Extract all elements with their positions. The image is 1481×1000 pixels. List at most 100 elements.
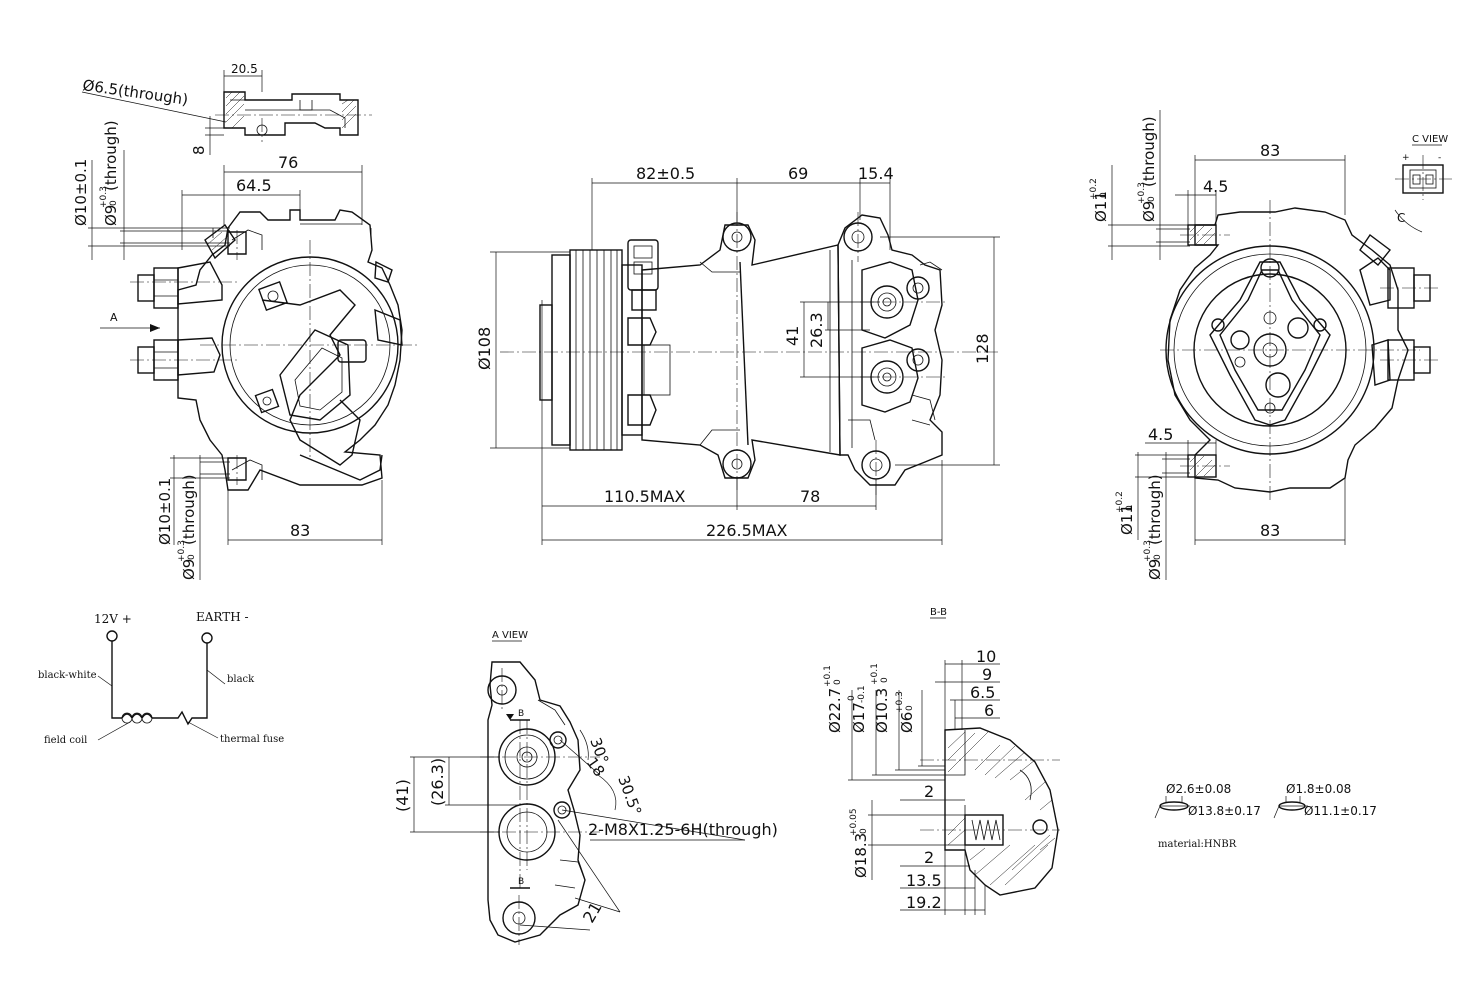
svg-text:Ø18.3: Ø18.3 (852, 833, 870, 878)
dia10-bottom: Ø10±0.1 (156, 478, 174, 545)
svg-text:(through): (through) (102, 120, 120, 191)
rear-head (837, 214, 943, 486)
b-dim-2-top: 2 (924, 782, 934, 801)
dia6-label: Ø6 +0.3 0 (895, 691, 916, 733)
dim-dia108: Ø108 (475, 327, 494, 370)
a-view: A VIEW B B (41) (393, 630, 778, 945)
a-angle-30-5: 30.5° (614, 773, 645, 818)
svg-text:Ø11: Ø11 (1118, 504, 1136, 535)
center-view: 82±0.5 69 15.4 Ø108 41 26.3 128 110.5MAX… (475, 164, 1000, 545)
c-minus: - (1438, 153, 1441, 163)
svg-text:0: 0 (109, 200, 119, 206)
svg-text:+0.3: +0.3 (895, 691, 905, 713)
svg-text:0: 0 (1099, 192, 1109, 198)
through-hole-label: Ø6.5(through) (81, 76, 189, 109)
label-earth: EARTH - (196, 610, 249, 624)
dim-8: 8 (190, 145, 208, 155)
thread-spec: 2-M8X1.25-6H(through) (588, 820, 778, 839)
c-plus: + (1402, 153, 1410, 163)
svg-text:+0.2: +0.2 (1115, 491, 1125, 513)
dim-15-4: 15.4 (858, 164, 894, 183)
svg-text:0: 0 (905, 705, 915, 711)
b-section-title: B-B (930, 607, 947, 618)
b-dim-2-bottom: 2 (924, 848, 934, 867)
svg-text:Ø9: Ø9 (1146, 559, 1164, 580)
svg-text:(through): (through) (180, 474, 198, 545)
dia9-bottom-label: Ø9 +0.3 0 (through) (177, 474, 198, 580)
svg-text:+0.3: +0.3 (1137, 182, 1147, 204)
top-fitting-detail: 20.5 Ø6.5(through) 8 (81, 62, 372, 155)
o-rings: Ø2.6±0.08 Ø13.8±0.17 Ø1.8±0.08 Ø11.1±0.1… (1154, 782, 1377, 850)
svg-text:+0.2: +0.2 (1089, 178, 1099, 200)
ring1-section: Ø2.6±0.08 (1166, 782, 1231, 796)
dim-226-5: 226.5MAX (706, 521, 788, 540)
svg-text:Ø10.3: Ø10.3 (873, 688, 891, 733)
dia11-top-label: Ø11 +0.2 0 (1089, 178, 1110, 222)
b-dim-6-5: 6.5 (970, 683, 995, 702)
dim-83-left: 83 (290, 521, 310, 540)
dia11-bottom-label: Ø11 +0.2 0 (1115, 491, 1136, 535)
svg-text:0: 0 (1125, 505, 1135, 511)
dim-83-right-top: 83 (1260, 141, 1280, 160)
c-view-inset: C VIEW + - C (1394, 134, 1452, 233)
b-dim-13-5: 13.5 (906, 871, 942, 890)
dim-20-5: 20.5 (231, 62, 258, 76)
ring2-section: Ø1.8±0.08 (1286, 782, 1351, 796)
c-marker: C (1397, 211, 1405, 225)
svg-text:+0.1: +0.1 (870, 663, 880, 685)
dia9-bottom-right-label: Ø9 +0.3 0 (through) (1143, 474, 1164, 580)
svg-text:(through): (through) (1140, 116, 1158, 187)
compressor-side-body: A (100, 209, 420, 491)
dia10-3-label: Ø10.3 +0.1 0 (870, 663, 891, 733)
svg-text:-0.1: -0.1 (857, 685, 867, 703)
svg-text:0: 0 (833, 679, 843, 685)
dim-4-5-top: 4.5 (1203, 177, 1228, 196)
dim-69: 69 (788, 164, 808, 183)
dim-26-3-center: 26.3 (807, 312, 826, 348)
dia22-7-label: Ø22.7 +0.1 0 (823, 665, 844, 733)
svg-text:Ø17: Ø17 (850, 702, 868, 733)
section-b-bottom: B (518, 877, 524, 887)
svg-text:0: 0 (847, 695, 857, 701)
b-dim-19-2: 19.2 (906, 893, 942, 912)
svg-text:0: 0 (880, 677, 890, 683)
svg-text:Ø6: Ø6 (898, 712, 916, 733)
svg-text:+0.3: +0.3 (177, 540, 187, 562)
svg-text:0: 0 (859, 828, 869, 834)
svg-text:Ø11: Ø11 (1092, 191, 1110, 222)
c-view-title: C VIEW (1412, 134, 1448, 145)
dia18-3-label: Ø18.3 +0.05 0 (849, 808, 870, 878)
dim-4-5-bottom: 4.5 (1148, 425, 1173, 444)
dim-64-5: 64.5 (236, 176, 272, 195)
wiring-diagram: 12V + EARTH - black-white black field co… (38, 610, 284, 746)
b-dim-10: 10 (976, 647, 996, 666)
wire-black: black (227, 674, 255, 685)
b-section: B-B 10 9 6.5 6 (823, 607, 1060, 915)
a-dim-21: 21 (579, 899, 606, 926)
left-view: 20.5 Ø6.5(through) 8 76 64.5 Ø10±0.1 Ø9 (72, 62, 420, 580)
dim-83-right-bottom: 83 (1260, 521, 1280, 540)
dia9-top-right-label: Ø9 +0.3 0 (through) (1137, 116, 1158, 222)
arrow-a-label: A (110, 311, 118, 324)
svg-text:+0.3: +0.3 (99, 186, 109, 208)
svg-text:+0.3: +0.3 (1143, 540, 1153, 562)
dim-41-center: 41 (783, 326, 802, 346)
dim-78: 78 (800, 487, 820, 506)
dia9-top-label: Ø9 +0.3 0 (through) (99, 120, 120, 226)
b-dim-6: 6 (984, 701, 994, 720)
svg-text:+0.1: +0.1 (823, 665, 833, 687)
wire-black-white: black-white (38, 670, 97, 681)
label-12v: 12V + (94, 612, 132, 626)
svg-text:0: 0 (1153, 554, 1163, 560)
svg-text:+0.05: +0.05 (849, 808, 859, 836)
dia17-label: Ø17 0 -0.1 (847, 685, 868, 733)
svg-text:(through): (through) (1146, 474, 1164, 545)
section-b-top: B (518, 709, 524, 719)
dim-82: 82±0.5 (636, 164, 695, 183)
svg-text:0: 0 (1147, 196, 1157, 202)
right-view: 83 4.5 Ø11 +0.2 0 Ø9 +0.3 0 (through) 4.… (1089, 110, 1452, 580)
dim-128: 128 (973, 333, 992, 364)
dim-110-5: 110.5MAX (604, 487, 686, 506)
pulley (539, 249, 643, 451)
